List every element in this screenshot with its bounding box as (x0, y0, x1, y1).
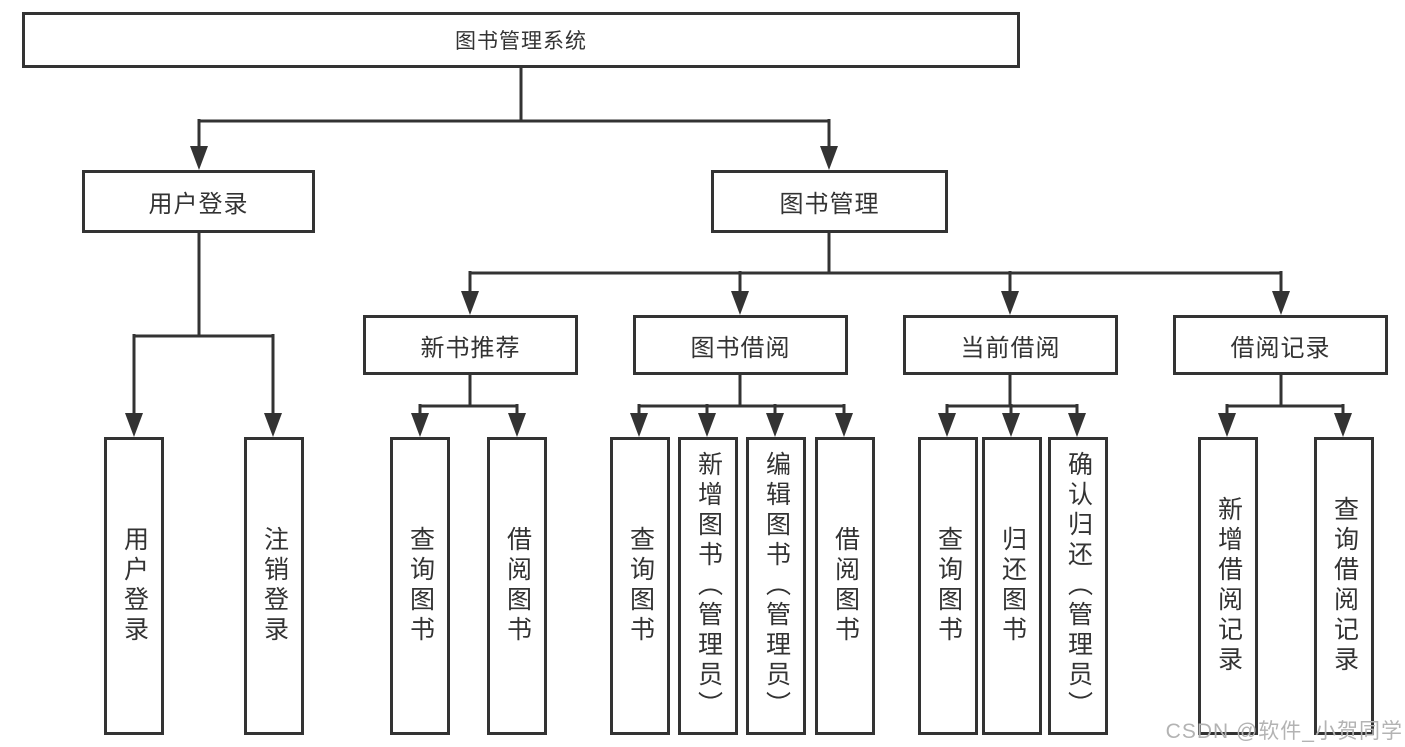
leaf-query-books-borrow: 查询图书 (610, 437, 670, 735)
arrowheads (125, 146, 1352, 437)
leaf-label: 归还图书 (998, 526, 1027, 646)
leaf-label: 借阅图书 (831, 526, 860, 646)
leaf-label: 编辑图书（管理员） (762, 451, 791, 721)
leaf-add-borrow-record: 新增借阅记录 (1198, 437, 1258, 735)
leaf-label: 查询图书 (934, 526, 963, 646)
leaf-return-books: 归还图书 (982, 437, 1042, 735)
watermark: CSDN @软件_小贺同学 (1165, 720, 1403, 743)
leaf-label: 借阅图书 (503, 526, 532, 646)
leaf-add-book-admin: 新增图书（管理员） (678, 437, 738, 735)
leaf-label: 查询图书 (626, 526, 655, 646)
leaf-label: 新增图书（管理员） (694, 451, 723, 721)
leaf-label: 用户登录 (120, 526, 149, 646)
leaf-label: 注销登录 (260, 526, 289, 646)
leaf-edit-book-admin: 编辑图书（管理员） (746, 437, 806, 735)
connector-paths (132, 68, 1345, 416)
leaf-label: 确认归还（管理员） (1064, 451, 1093, 721)
leaf-label: 新增借阅记录 (1214, 496, 1243, 676)
node-borrow-records: 借阅记录 (1173, 315, 1388, 375)
node-library-management-system: 图书管理系统 (22, 12, 1020, 68)
leaf-label: 查询图书 (406, 526, 435, 646)
leaf-query-books-recommend: 查询图书 (390, 437, 450, 735)
leaf-borrow-books: 借阅图书 (815, 437, 875, 735)
leaf-logout: 注销登录 (244, 437, 304, 735)
leaf-query-books-current: 查询图书 (918, 437, 978, 735)
leaf-user-login: 用户登录 (104, 437, 164, 735)
leaf-borrow-books-recommend: 借阅图书 (487, 437, 547, 735)
leaf-query-borrow-record: 查询借阅记录 (1314, 437, 1374, 735)
leaf-label: 查询借阅记录 (1330, 496, 1359, 676)
node-book-management: 图书管理 (711, 170, 948, 233)
node-book-borrow: 图书借阅 (633, 315, 848, 375)
node-current-borrow: 当前借阅 (903, 315, 1118, 375)
node-new-book-recommend: 新书推荐 (363, 315, 578, 375)
node-user-login: 用户登录 (82, 170, 315, 233)
leaf-confirm-return-admin: 确认归还（管理员） (1048, 437, 1108, 735)
